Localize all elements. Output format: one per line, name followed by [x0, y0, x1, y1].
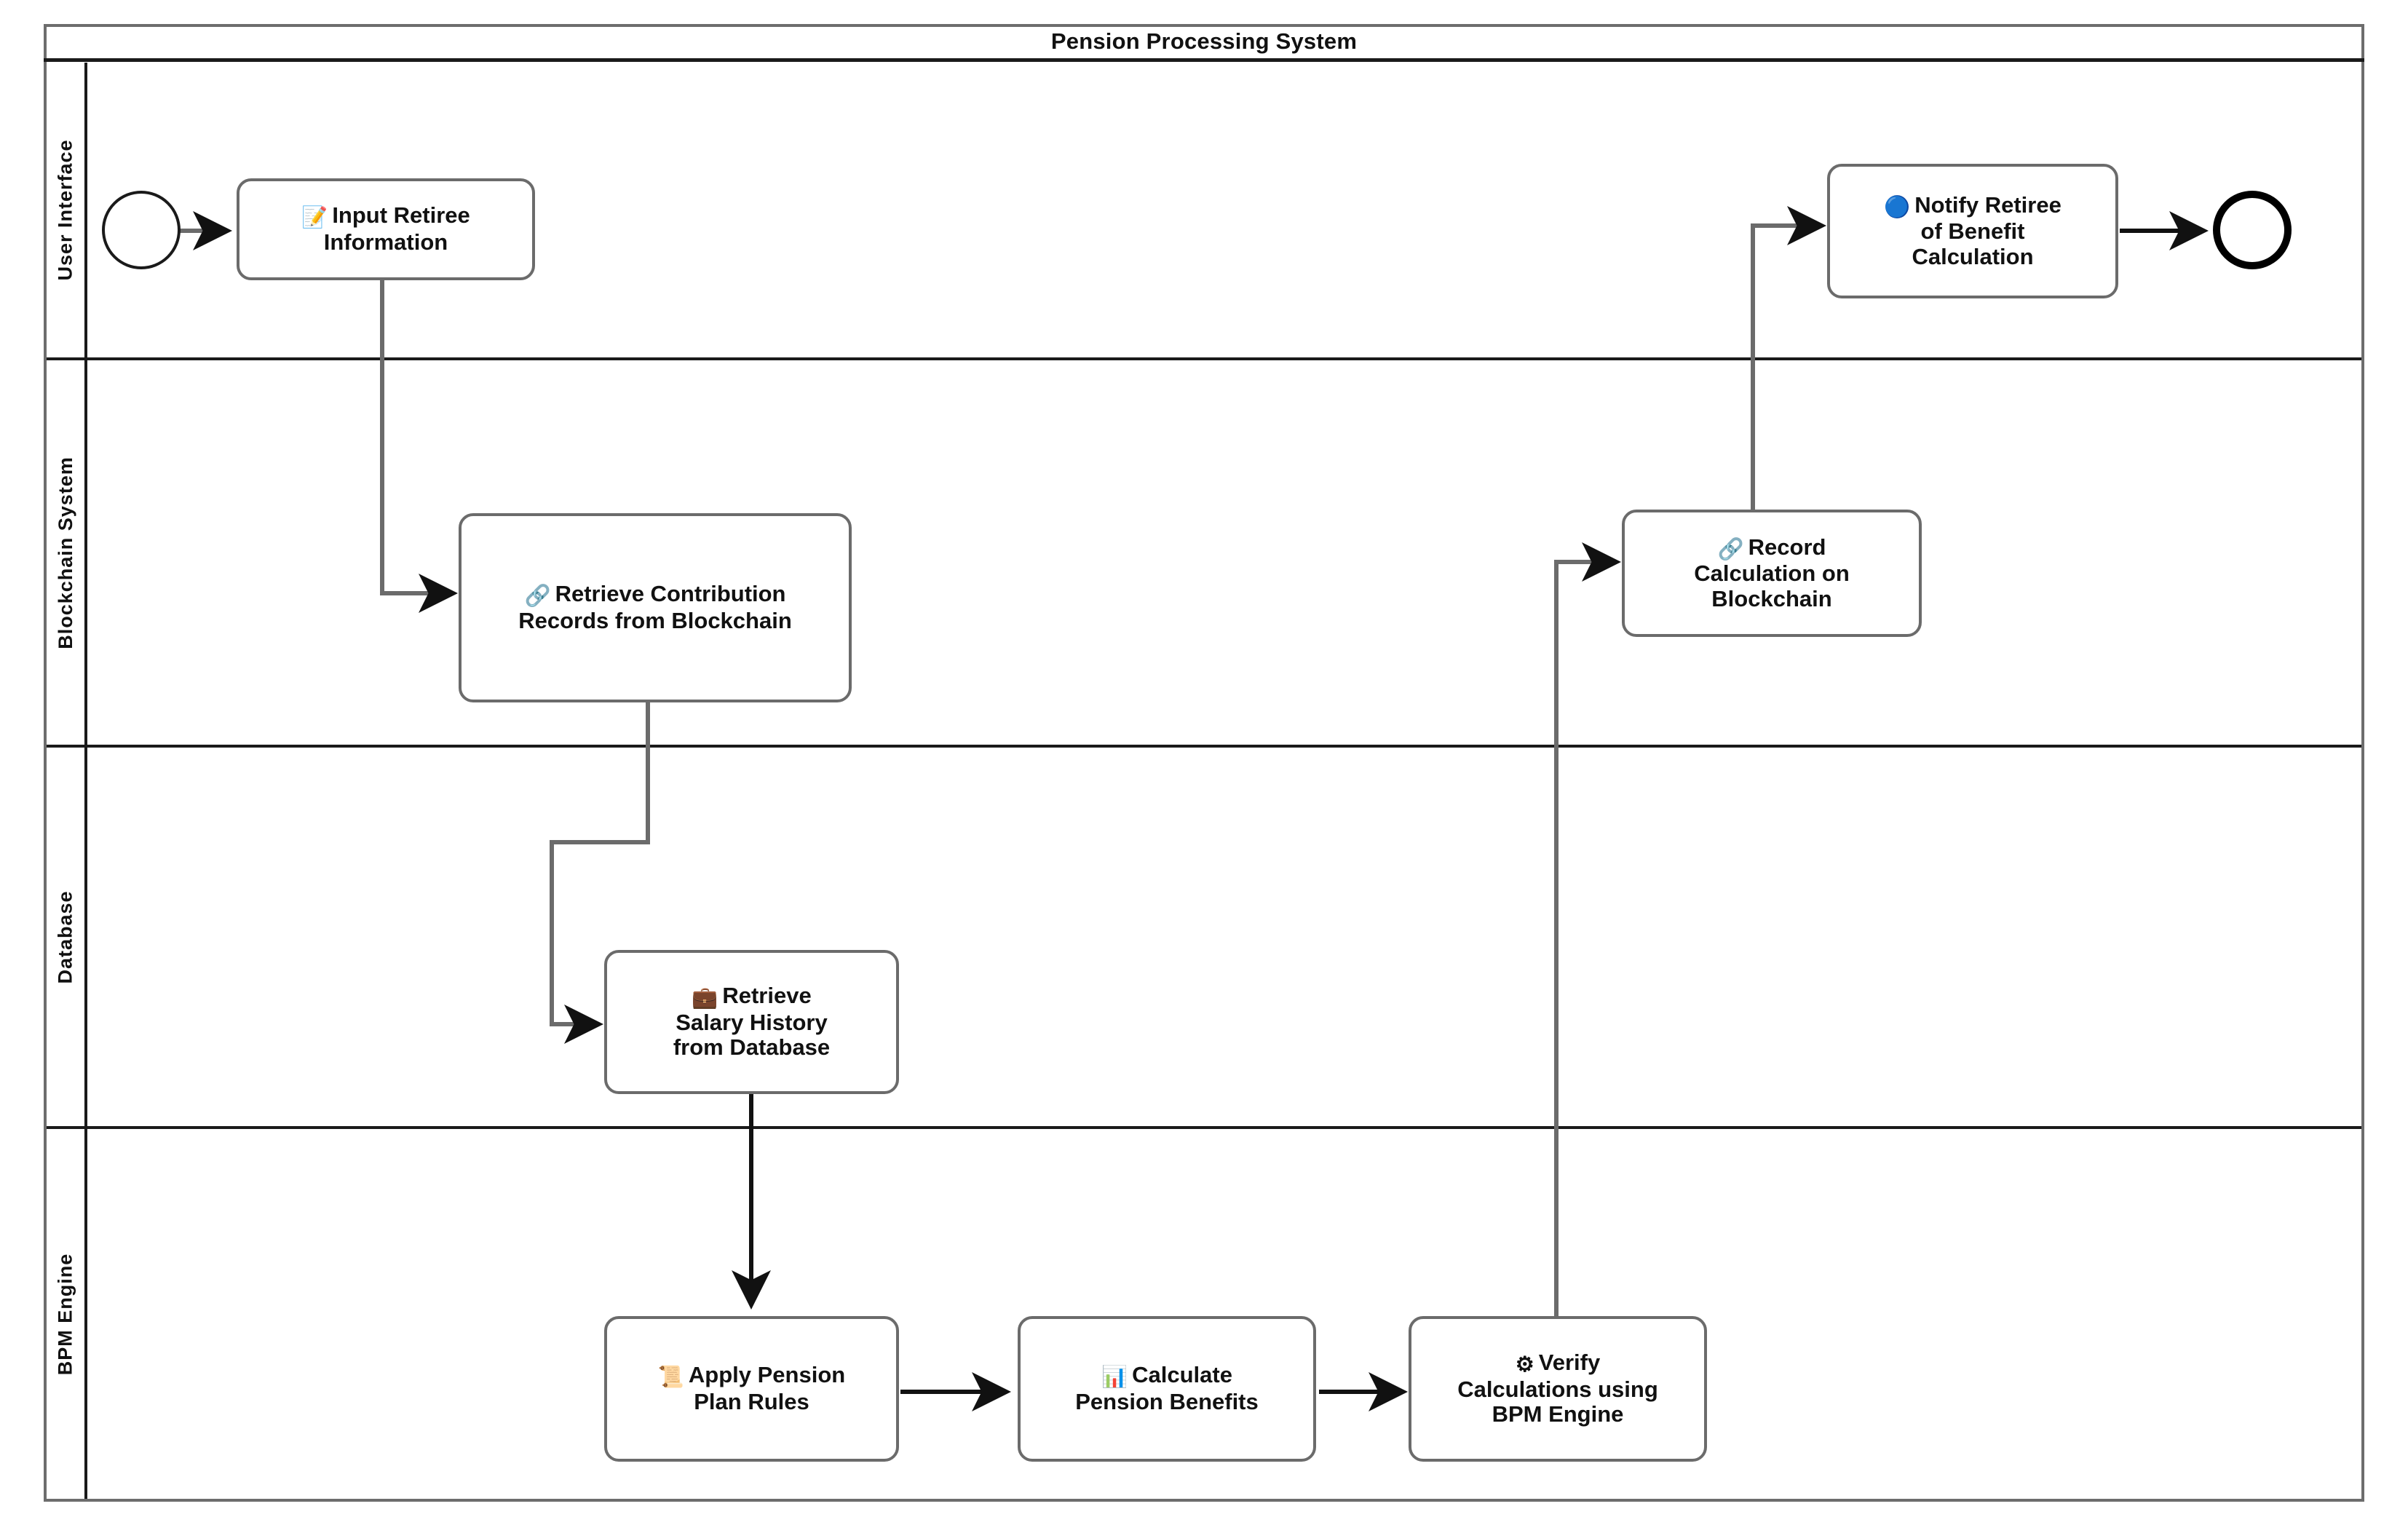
task-line: of Benefit [1920, 218, 2025, 245]
task-label-apply-pension-plan-rules: 📜Apply Pension Plan Rules [658, 1363, 845, 1414]
task-line: Retrieve [722, 983, 812, 1009]
lane-header-user-interface: User Interface [47, 63, 87, 357]
pool-title: Pension Processing System [1050, 28, 1358, 54]
lane-bpm-engine: BPM Engine [47, 1129, 2361, 1499]
task-label-calculate-pension-benefits: 📊Calculate Pension Benefits [1075, 1363, 1259, 1414]
lane-user-interface: User Interface [47, 63, 2361, 360]
briefcase-icon: 💼 [692, 986, 718, 1010]
task-line: BPM Engine [1492, 1401, 1624, 1427]
task-line: Retrieve Contribution [555, 581, 786, 607]
task-line: Calculation on [1694, 561, 1850, 587]
task-retrieve-contribution-records-from-blockchain[interactable]: 🔗Retrieve Contribution Records from Bloc… [459, 513, 852, 702]
task-record-calculation-on-blockchain[interactable]: 🔗Record Calculation on Blockchain [1622, 510, 1922, 637]
lane-header-blockchain-system: Blockchain System [47, 360, 87, 745]
task-retrieve-salary-history-from-database[interactable]: 💼Retrieve Salary History from Database [604, 950, 899, 1094]
task-calculate-pension-benefits[interactable]: 📊Calculate Pension Benefits [1018, 1316, 1316, 1462]
pool-header: Pension Processing System [44, 24, 2364, 62]
task-label-verify-calculations-using-bpm-engine: ⚙Verify Calculations using BPM Engine [1457, 1350, 1658, 1427]
task-line: Record [1748, 534, 1826, 560]
bar-chart-icon: 📊 [1101, 1366, 1128, 1390]
task-verify-calculations-using-bpm-engine[interactable]: ⚙Verify Calculations using BPM Engine [1409, 1316, 1707, 1462]
task-line: Pension Benefits [1075, 1388, 1259, 1414]
task-line: Calculate [1132, 1362, 1232, 1388]
lane-label-database: Database [54, 890, 76, 984]
task-label-retrieve-salary-history-from-database: 💼Retrieve Salary History from Database [673, 983, 830, 1061]
end-event[interactable] [2213, 191, 2292, 269]
task-label-notify-retiree-of-benefit-calculation: 🔵Notify Retiree of Benefit Calculation [1884, 191, 2062, 270]
task-line: Records from Blockchain [518, 607, 792, 633]
task-line: Input Retiree [332, 202, 470, 229]
lane-database: Database [47, 748, 2361, 1129]
task-label-record-calculation-on-blockchain: 🔗Record Calculation on Blockchain [1694, 534, 1850, 612]
task-label-input-retiree-information: 📝Input Retiree Information [301, 203, 470, 255]
notification-icon: 🔵 [1884, 195, 1911, 219]
gear-icon: ⚙ [1515, 1353, 1534, 1377]
lane-header-database: Database [47, 748, 87, 1126]
lane-blockchain-system: Blockchain System [47, 360, 2361, 748]
link-icon: 🔗 [524, 585, 551, 609]
task-line: Calculation [1912, 243, 2034, 269]
task-notify-retiree-of-benefit-calculation[interactable]: 🔵Notify Retiree of Benefit Calculation [1827, 164, 2118, 298]
task-line: Salary History [676, 1009, 828, 1035]
task-apply-pension-plan-rules[interactable]: 📜Apply Pension Plan Rules [604, 1316, 899, 1462]
task-line: Blockchain [1711, 585, 1832, 611]
start-event[interactable] [102, 191, 181, 269]
task-input-retiree-information[interactable]: 📝Input Retiree Information [237, 178, 535, 280]
task-line: Notify Retiree [1914, 191, 2062, 218]
task-line: Information [323, 229, 448, 255]
link-icon: 🔗 [1717, 537, 1744, 561]
lane-label-user-interface: User Interface [54, 139, 76, 281]
memo-icon: 📝 [301, 206, 328, 230]
task-line: Calculations using [1457, 1376, 1658, 1402]
lane-label-blockchain-system: Blockchain System [54, 456, 76, 649]
task-line: Apply Pension [688, 1362, 846, 1388]
lane-header-bpm-engine: BPM Engine [47, 1129, 87, 1499]
task-label-retrieve-contribution-records-from-blockchain: 🔗Retrieve Contribution Records from Bloc… [518, 582, 792, 633]
scroll-icon: 📜 [657, 1366, 684, 1390]
task-line: from Database [673, 1034, 831, 1061]
task-line: Verify [1538, 1350, 1601, 1376]
task-line: Plan Rules [694, 1388, 809, 1414]
lane-label-bpm-engine: BPM Engine [54, 1253, 76, 1375]
